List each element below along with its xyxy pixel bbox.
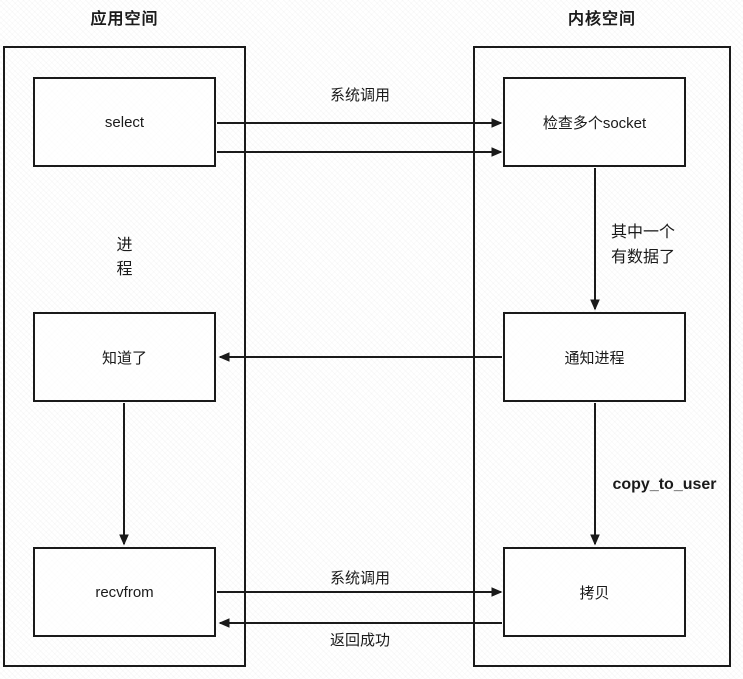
return-success-label: 返回成功 <box>329 632 390 649</box>
node-recvfrom-label: recvfrom <box>95 583 154 601</box>
node-got-it: 知道了 <box>33 312 216 402</box>
node-select: select <box>33 77 216 167</box>
syscall-bottom-label: 系统调用 <box>329 570 390 587</box>
node-select-label: select <box>104 113 145 131</box>
node-copy: 拷贝 <box>503 547 686 637</box>
node-check-sockets-label: 检查多个socket <box>542 114 647 132</box>
user-space-title: 应用空间 <box>90 11 159 28</box>
kernel-space-title: 内核空间 <box>567 11 636 28</box>
node-notify-process-label: 通知进程 <box>564 349 625 367</box>
node-recvfrom: recvfrom <box>33 547 216 637</box>
copy-to-user-label: copy_to_user <box>612 476 717 493</box>
node-notify-process: 通知进程 <box>503 312 686 402</box>
process-label: 进 程 <box>116 237 133 278</box>
node-check-sockets: 检查多个socket <box>503 77 686 167</box>
syscall-top-label: 系统调用 <box>329 87 390 104</box>
node-copy-label: 拷贝 <box>579 584 610 602</box>
one-socket-has-data-label: 其中一个 有数据了 <box>611 224 676 266</box>
node-got-it-label: 知道了 <box>101 349 147 367</box>
